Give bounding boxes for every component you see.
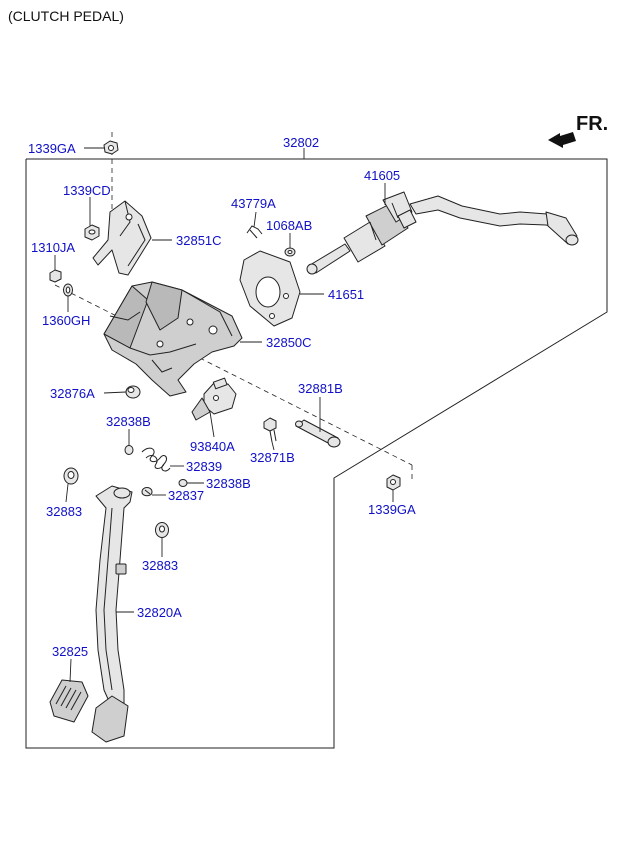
bushing-32837	[141, 487, 153, 497]
stopper-32876a	[125, 385, 141, 399]
leader-93840a	[209, 411, 215, 438]
leader-32876a	[103, 391, 127, 394]
leader-43779a	[253, 211, 257, 228]
leader-32825	[69, 658, 72, 683]
label-32839: 32839	[186, 459, 222, 474]
label-32838b-right: 32838B	[206, 476, 251, 491]
label-32871b: 32871B	[250, 450, 295, 465]
master-cylinder-41605	[306, 191, 579, 275]
leader-32871b	[271, 441, 275, 451]
assembly-frame	[25, 158, 608, 749]
label-1339ga-top: 1339GA	[28, 141, 76, 156]
diagram-title: (CLUTCH PEDAL)	[8, 8, 124, 24]
clip-32838b-right	[178, 479, 188, 487]
label-1339cd: 1339CD	[63, 183, 111, 198]
label-32838b-top: 32838B	[106, 414, 151, 429]
nut-1339ga-top	[103, 140, 119, 155]
bushing-32883-left	[63, 467, 79, 485]
spring-32839	[141, 447, 171, 472]
bushing-32883-right	[155, 522, 169, 538]
label-32802: 32802	[283, 135, 319, 150]
washer-1068ab	[284, 247, 296, 257]
label-32883-left: 32883	[46, 504, 82, 519]
clip-43779a	[246, 225, 263, 239]
mount-line-long	[54, 284, 413, 466]
label-32881b: 32881B	[298, 381, 343, 396]
label-41605: 41605	[364, 168, 400, 183]
pedal-pad-32825	[49, 679, 89, 723]
label-32850c: 32850C	[266, 335, 312, 350]
label-32837: 32837	[168, 488, 204, 503]
pedal-bracket-32850c	[103, 281, 243, 397]
bracket-32851c	[92, 200, 152, 276]
bolt-32871b	[263, 417, 277, 443]
label-43779a: 43779A	[231, 196, 276, 211]
label-1068ab: 1068AB	[266, 218, 312, 233]
pedal-arm-32820a	[91, 485, 133, 743]
nut-1310ja	[49, 269, 62, 283]
front-direction-indicator: FR.	[548, 113, 608, 148]
label-41651: 41651	[328, 287, 364, 302]
gasket-41651	[239, 250, 301, 327]
label-32883-right: 32883	[142, 558, 178, 573]
switch-93840a	[191, 377, 237, 421]
front-label: FR.	[576, 113, 608, 135]
washer-1360gh	[63, 283, 73, 297]
nut-1339ga-right	[386, 474, 401, 491]
label-1339ga-right: 1339GA	[368, 502, 416, 517]
label-93840a: 93840A	[190, 439, 235, 454]
label-32876a: 32876A	[50, 386, 95, 401]
clip-32838b-top	[124, 445, 134, 455]
label-32820a: 32820A	[137, 605, 182, 620]
label-1310ja: 1310JA	[31, 240, 75, 255]
pin-32881b	[295, 419, 341, 448]
front-arrow-icon	[548, 132, 576, 148]
label-32825: 32825	[52, 644, 88, 659]
label-1360gh: 1360GH	[42, 313, 90, 328]
leader-32883-left	[65, 483, 69, 503]
label-32851c: 32851C	[176, 233, 222, 248]
nut-1339cd	[84, 224, 100, 241]
